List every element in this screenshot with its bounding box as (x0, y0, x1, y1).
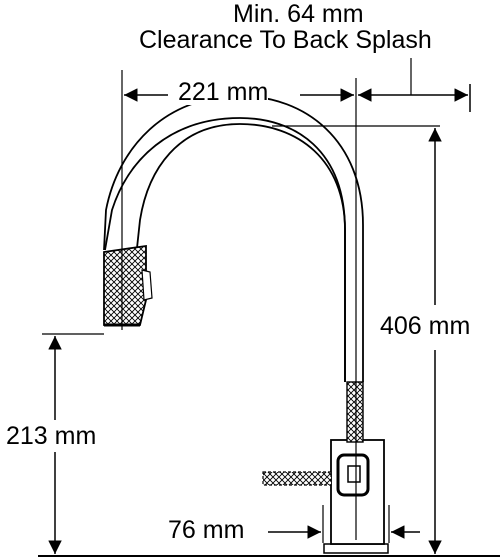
gooseneck-outer (104, 117, 346, 382)
backsplash-caption-label: Clearance To Back Splash (139, 26, 432, 54)
gooseneck-back (103, 95, 364, 382)
neck-knurled-sleeve (346, 381, 364, 443)
backsplash-min-label: Min. 64 mm (233, 0, 364, 28)
faucet-height-label: 406 mm (380, 312, 471, 340)
handle-knob-inner (347, 465, 361, 483)
spray-head (103, 244, 147, 326)
base-plate (323, 543, 389, 554)
handle-lever (262, 471, 332, 486)
spray-head-button (141, 269, 153, 301)
base-width-label: 76 mm (168, 516, 245, 544)
spout-clearance-label: 213 mm (6, 422, 97, 450)
spout-reach-label: 221 mm (178, 78, 269, 106)
gooseneck-front (136, 123, 346, 382)
